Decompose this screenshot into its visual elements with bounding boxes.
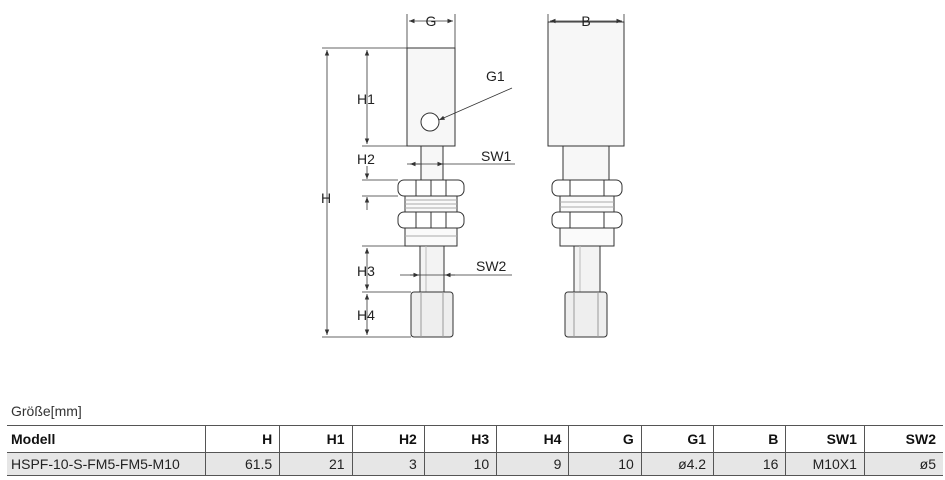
table-cell: ø5 <box>863 452 943 476</box>
label-g1: G1 <box>486 68 505 84</box>
table-cell: M10X1 <box>785 452 865 476</box>
header-cell: B <box>713 425 786 453</box>
header-cell: H4 <box>496 425 569 453</box>
table-cell: 61.5 <box>204 452 280 476</box>
nut-lower-side <box>551 211 623 229</box>
label-sw2: SW2 <box>476 258 507 274</box>
table-cell: 10 <box>568 452 642 476</box>
header-cell: SW1 <box>785 425 865 453</box>
pad-front <box>410 291 454 338</box>
nut-upper-side <box>551 179 623 197</box>
label-h1: H1 <box>357 91 375 107</box>
body-side <box>547 21 625 147</box>
table-header-row: Modell H H1 H2 H3 H4 G G1 B SW1 SW2 <box>7 425 943 453</box>
spec-table: Modell H H1 H2 H3 H4 G G1 B SW1 SW2 HSPF… <box>7 425 943 476</box>
technical-drawing: G B G1 H H1 H2 H3 H4 SW1 SW2 <box>321 13 625 338</box>
label-g: G <box>426 13 437 29</box>
label-h: H <box>321 190 331 206</box>
table-cell: ø4.2 <box>640 452 714 476</box>
table-row: HSPF-10-S-FM5-FM5-M10 61.5 21 3 10 9 10 … <box>7 452 943 476</box>
table-cell: 21 <box>279 452 353 476</box>
label-h2: H2 <box>357 151 375 167</box>
header-cell: H1 <box>279 425 353 453</box>
header-cell: G <box>568 425 642 453</box>
table-cell: 9 <box>496 452 569 476</box>
table-caption: Größe[mm] <box>11 403 82 419</box>
label-h3: H3 <box>357 263 375 279</box>
header-cell: G1 <box>640 425 714 453</box>
header-cell: Modell <box>7 425 206 453</box>
table-cell: 3 <box>351 452 425 476</box>
port-g1 <box>420 112 440 132</box>
label-h4: H4 <box>357 307 375 323</box>
table-cell: HSPF-10-S-FM5-FM5-M10 <box>7 452 206 476</box>
header-cell: H3 <box>423 425 497 453</box>
rod-front <box>419 245 445 293</box>
table-cell: 10 <box>423 452 497 476</box>
pad-side <box>564 291 608 338</box>
header-cell: H <box>204 425 280 453</box>
table-cell: 16 <box>713 452 786 476</box>
label-sw1: SW1 <box>481 148 512 164</box>
header-cell: H2 <box>351 425 425 453</box>
label-b: B <box>581 13 590 29</box>
header-cell: SW2 <box>863 425 943 453</box>
rod-side <box>573 245 601 293</box>
